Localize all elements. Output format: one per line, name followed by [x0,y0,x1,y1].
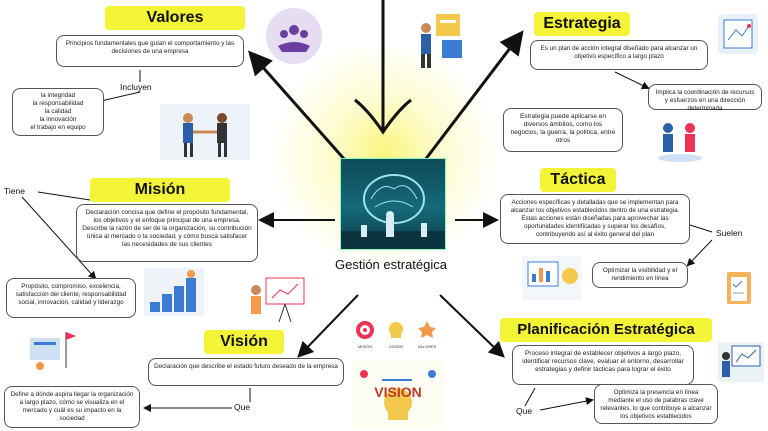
estrategia-implies: Implica la coordinación de recursos y es… [648,84,762,112]
planificacion-connector: Que [516,406,533,416]
people-meeting-icon [652,118,708,164]
vision-connector: Que [234,402,251,412]
mvv-label-valores: VALORES [417,344,437,349]
growth-stairs-icon [144,268,204,316]
valores-definition: Principios fundamentales que guían el co… [56,35,244,67]
valores-connector: Incluyen [120,82,152,92]
mision-detail: Propósito, compromiso, excelencia, satis… [6,278,136,318]
valores-title: Valores [105,6,245,30]
mision-definition: Declaración concisa que define el propós… [76,204,258,262]
estrategia-applies: Estrategia puede aplicarse en diversos á… [503,108,623,152]
brain-chess-illustration [340,158,446,250]
valores-list-item: el trabajo en equipo [30,124,86,131]
mvv-label-mision: MISIÓN [357,344,373,349]
planificacion-title: Planificación Estratégica [500,318,712,342]
planificacion-detail: Optimiza la presencia en línea mediante … [594,384,718,424]
center-label: Gestión estratégica [334,257,447,272]
presentation-icon [246,274,310,324]
planning-presentation-icon [718,342,764,382]
strategy-board-icon [718,14,758,54]
tactica-title: Táctica [540,168,616,192]
vision-title: Visión [204,330,284,354]
valores-list-item: la calidad [44,108,72,115]
tactica-example: Optimizar la visibilidad y el rendimient… [592,262,688,288]
handshake-illustration-icon [160,104,250,160]
vision-definition: Declaración que describe el estado futur… [148,358,344,386]
valores-list-item: la innovación [39,116,77,123]
dashboard-icon [522,256,582,300]
mvv-icons: MISIÓN VISIÓN VALORES [350,318,442,354]
estrategia-definition: Es un plan de acción integral diseñado p… [530,40,708,70]
teamwork-icon [266,8,322,64]
vision-word: VISION [374,384,422,400]
clipboard-checklist-icon [722,268,756,308]
valores-list-item: la integridad [40,92,76,99]
mision-title: Misión [90,178,230,202]
vision-word-illustration: VISION [352,360,444,430]
vision-detail: Define a dónde aspira llegar la organiza… [4,386,140,428]
valores-list: la integridad la responsabilidad la cali… [12,88,104,136]
tactica-connector: Suelen [716,228,743,238]
mision-connector: Tiene [4,186,25,196]
tactica-definition: Acciones específicas y detalladas que se… [500,194,690,244]
estrategia-title: Estrategia [534,12,630,36]
mvv-label-vision: VISIÓN [389,344,403,349]
planificacion-definition: Proceso integral de establecer objetivos… [512,345,694,385]
valores-list-item: la responsabilidad [32,100,84,107]
mission-flag-icon [26,328,76,374]
strategy-team-illustration-icon [412,10,470,70]
